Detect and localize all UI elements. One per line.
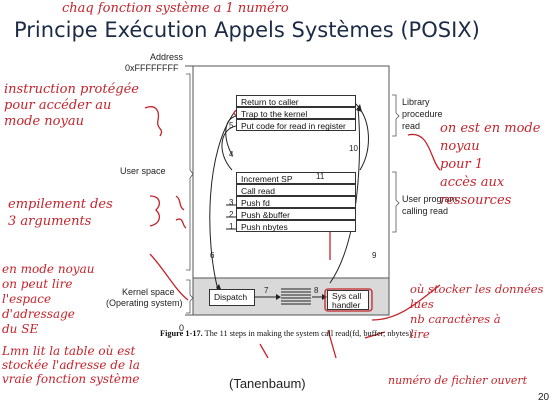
program-step-call-read: Call read: [236, 184, 356, 196]
program-step-push-fd: Push fd: [236, 196, 356, 208]
step-number-7: 7: [264, 286, 269, 295]
step-number-3: 3: [229, 198, 234, 207]
annotation-left-2: empilement des 3 arguments: [8, 197, 113, 229]
program-step-push-buffer: Push &buffer: [236, 208, 356, 220]
dispatch-box: Dispatch: [209, 289, 255, 306]
annotation-right-2: où stocker les données lues nb caractère…: [410, 282, 544, 341]
attribution: (Tanenbaum): [229, 376, 306, 391]
annotation-right-1: on est en mode noyau pour 1 accès aux re…: [440, 121, 541, 208]
user-space-label: User space: [120, 166, 166, 176]
step-number-6: 6: [210, 251, 215, 260]
step-number-9: 9: [372, 251, 377, 260]
program-label-2: calling read: [402, 206, 449, 216]
syscall-handler-box: Sys call handler: [327, 290, 369, 310]
library-step-return: Return to caller: [236, 95, 356, 107]
library-label-2: procedure: [402, 109, 443, 119]
figure-caption: Figure 1-17. The 11 steps in making the …: [160, 329, 414, 338]
program-label-1: User program: [402, 194, 458, 204]
step-number-10: 10: [349, 144, 358, 153]
caption-bold: Figure 1-17.: [160, 329, 203, 338]
handler-label-2: handler: [332, 300, 361, 310]
step-number-1: 1: [229, 222, 234, 231]
address-label: Address: [150, 52, 184, 62]
page-number: 20: [538, 392, 550, 403]
annotation-top: chaq fonction système a 1 numéro: [62, 1, 289, 16]
step-number-4: 4: [229, 150, 234, 159]
address-high: 0xFFFFFFFF: [125, 63, 179, 73]
annotation-left-1: instruction protégée pour accéder au mod…: [4, 82, 139, 129]
handler-label-1: Sys call: [332, 291, 362, 301]
library-label-1: Library: [402, 97, 430, 107]
library-step-put-code: Put code for read in register: [236, 119, 356, 131]
address-low: 0: [179, 323, 185, 333]
step-number-11: 11: [316, 172, 325, 181]
program-step-push-nbytes: Push nbytes: [236, 220, 356, 232]
caption-text: The 11 steps in making the system call r…: [204, 329, 414, 338]
step-number-8: 8: [314, 286, 319, 295]
slide-title: Principe Exécution Appels Systèmes (POSI…: [14, 18, 480, 42]
program-step-increment-sp: Increment SP: [236, 172, 356, 184]
library-label-3: read: [402, 121, 421, 131]
annotation-bottom-right: numéro de fichier ouvert: [388, 374, 528, 387]
kernel-space-sub: (Operating system): [106, 298, 183, 308]
library-step-trap: Trap to the kernel: [236, 107, 356, 119]
step-number-5: 5: [229, 121, 234, 130]
annotation-left-3: en mode noyau on peut lire l'espace d'ad…: [2, 262, 95, 336]
annotation-left-4: Lmn lit la table où est stockée l'adress…: [2, 344, 140, 386]
kernel-space-label: Kernel space: [122, 287, 175, 297]
step-number-2: 2: [229, 210, 234, 219]
